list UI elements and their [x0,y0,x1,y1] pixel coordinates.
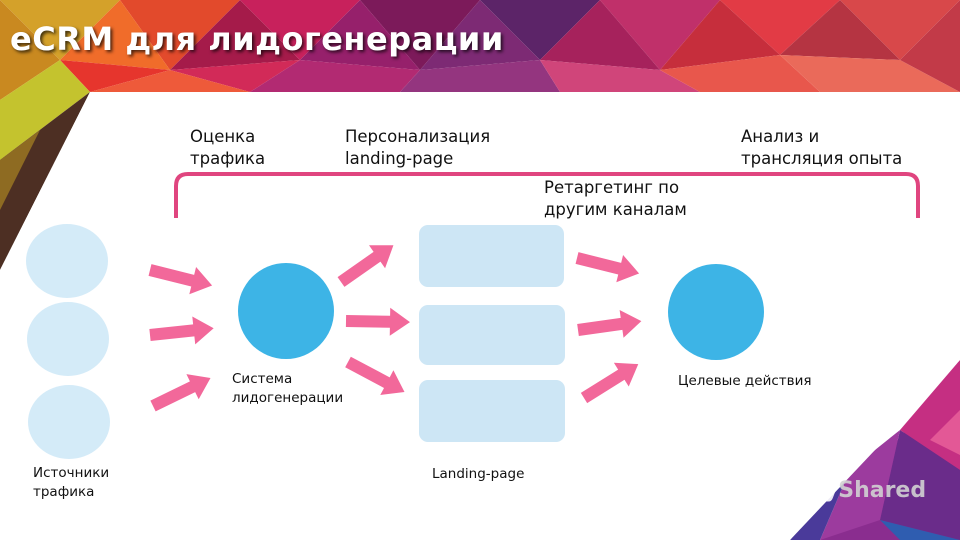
label-traffic-sources-line-2: трафика [33,484,95,500]
landing-box-2 [419,305,565,365]
label-traffic-sources-line-1: Источники [33,465,110,481]
label-retargeting-line-2: другим каналам [544,200,687,219]
process-bracket [174,172,920,218]
arrow-source-to-system-1 [148,264,213,295]
slide-title: eCRM для лидогенерации [10,20,504,58]
arrow-system-to-landing-2 [345,307,410,336]
label-lead-system-line-2: лидогенерации [232,390,344,406]
label-lead-system: Система лидогенерации [232,370,343,408]
label-analysis-line-2: трансляция опыта [741,149,903,168]
arrow-source-to-system-3 [150,374,211,412]
watermark-prefix: My [802,478,839,503]
target-action-circle [668,264,764,360]
landing-box-3 [419,380,565,442]
lead-system-circle [238,263,334,359]
label-personalization-line-1: Персонализация [345,127,491,146]
traffic-source-circle-1 [26,224,108,298]
label-traffic-sources: Источники трафика [33,464,109,502]
label-traffic-assessment: Оценка трафика [190,126,265,170]
watermark-suffix: Shared [838,478,927,503]
label-traffic-assessment-line-2: трафика [190,149,266,168]
label-personalization-line-2: landing-page [345,149,454,168]
arrow-landing-to-target-2 [577,310,642,338]
label-personalization: Персонализация landing-page [345,126,490,170]
landing-box-1 [419,225,564,287]
label-retargeting: Ретаргетинг по другим каналам [544,177,687,221]
arrow-source-to-system-2 [149,316,214,345]
label-analysis-line-1: Анализ и [741,127,820,146]
traffic-source-circle-2 [27,302,109,376]
arrow-system-to-landing-3 [345,356,405,396]
label-lead-system-line-1: Система [232,371,293,387]
arrow-landing-to-target-3 [580,362,639,404]
label-traffic-assessment-line-1: Оценка [190,127,256,146]
watermark: MyShared [802,478,926,503]
label-target-actions: Целевые действия [678,373,812,389]
arrow-system-to-landing-1 [337,245,394,287]
chart-icon [770,481,794,507]
label-retargeting-line-1: Ретаргетинг по [544,178,680,197]
label-analysis: Анализ и трансляция опыта [741,126,902,170]
traffic-source-circle-3 [28,385,110,459]
arrow-landing-to-target-1 [575,252,640,283]
label-landing-page: Landing-page [432,466,525,482]
